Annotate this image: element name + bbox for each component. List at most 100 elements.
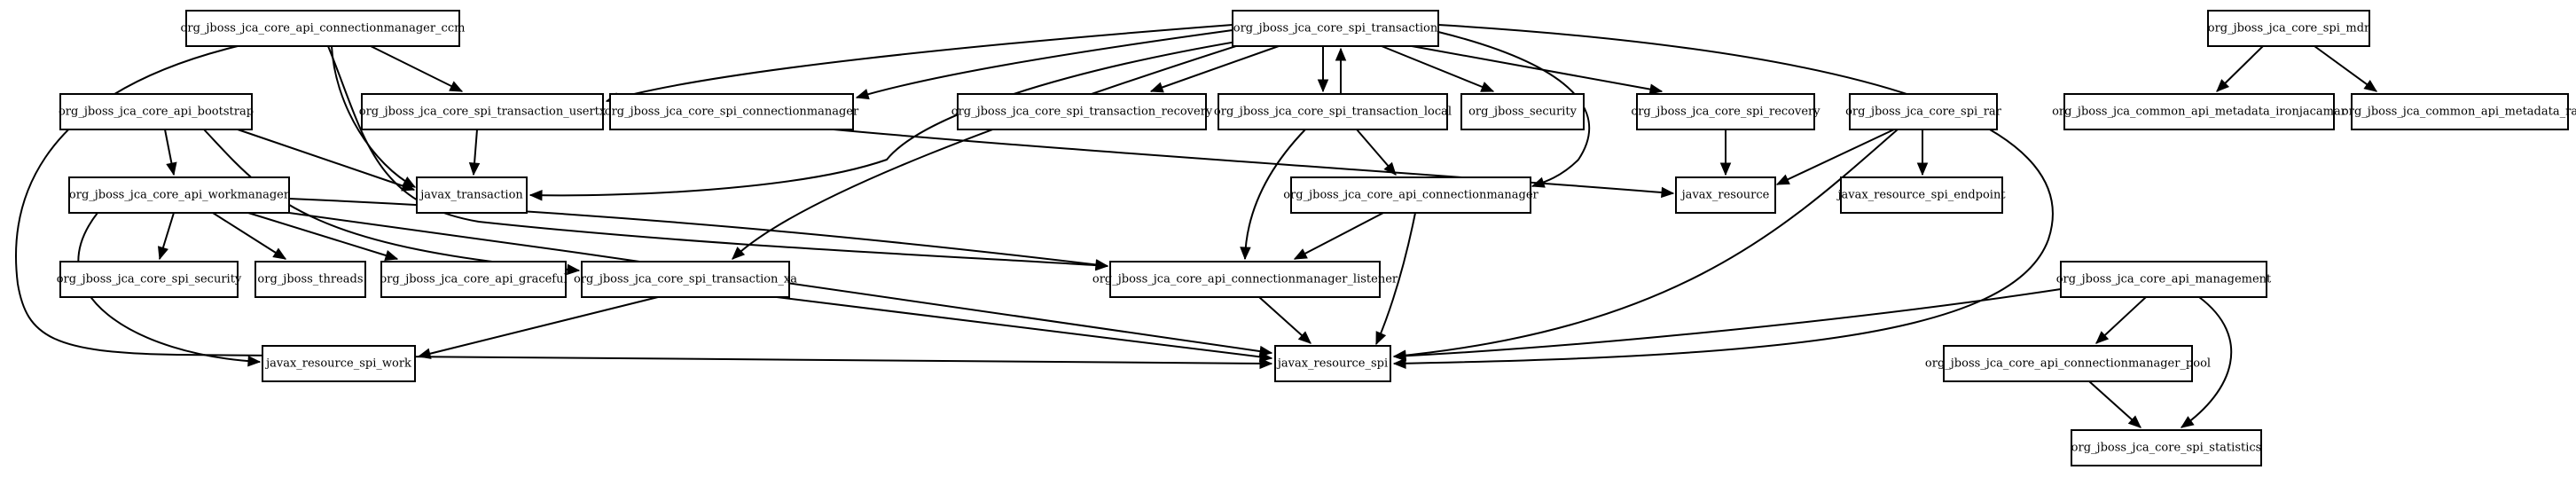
node-label: org_jboss_jca_core_spi_transaction_xa (574, 273, 797, 286)
edge-bootstrap-to-javax_tx (237, 129, 416, 192)
arrowhead (166, 161, 177, 176)
arrowhead (1719, 162, 1732, 176)
node-transaction-recovery[interactable]: org_jboss_jca_core_spi_transaction_recov… (951, 93, 1213, 130)
node-label: org_jboss_jca_core_spi_recovery (1631, 106, 1820, 119)
arrowhead (1775, 174, 1790, 185)
edge-line (288, 212, 1272, 354)
node-workmanager[interactable]: org_jboss_jca_core_api_workmanager (68, 176, 290, 214)
edge-spi_recovery-to-javax_resource (1719, 129, 1732, 176)
edge-line (1244, 129, 1306, 260)
edge-management-to-statistics (2180, 296, 2233, 428)
edge-line (237, 129, 415, 191)
node-label: org_jboss_jca_core_api_graceful (380, 273, 567, 286)
node-label: org_jboss_jca_core_spi_mdr (2208, 22, 2370, 35)
node-spi-connectionmanager[interactable]: org_jboss_jca_core_spi_connectionmanager (605, 93, 859, 130)
node-label: org_jboss_jca_core_api_workmanager (69, 189, 290, 202)
arrowhead (449, 81, 464, 92)
node-spi-mdr[interactable]: org_jboss_jca_core_spi_mdr (2207, 10, 2370, 47)
edge-line (77, 212, 261, 363)
edge-line (1411, 45, 1663, 92)
arrowhead (1375, 331, 1387, 346)
node-spi-rar[interactable]: org_jboss_jca_core_spi_rar (1845, 93, 2002, 130)
arrowhead (2095, 331, 2110, 344)
node-metadata-ironjacamar[interactable]: org_jboss_jca_common_api_metadata_ironja… (2052, 93, 2347, 130)
edge-line (15, 45, 1272, 364)
arrowhead (401, 180, 416, 192)
node-jboss-security[interactable]: org_jboss_security (1460, 93, 1585, 130)
node-connectionmanager-pool[interactable]: org_jboss_jca_core_api_connectionmanager… (1925, 345, 2211, 382)
edge-tx_xa-to-resource_spi (776, 296, 1273, 363)
node-spi-transaction[interactable]: org_jboss_jca_core_spi_transaction (1232, 10, 1439, 47)
node-spi-work[interactable]: javax_resource_spi_work (262, 345, 416, 382)
node-label: org_jboss_jca_core_api_connectionmanager… (181, 22, 466, 35)
node-label: org_jboss_jca_core_api_connectionmanager… (1092, 273, 1398, 286)
node-spi-recovery[interactable]: org_jboss_jca_core_spi_recovery (1631, 93, 1820, 130)
edge-cm_ccm-to-tx_usertx (370, 45, 464, 92)
edge-spi_rar-to-javax_resource (1775, 129, 1895, 185)
node-spi-security[interactable]: org_jboss_jca_core_spi_security (57, 261, 242, 298)
node-spi-statistics[interactable]: org_jboss_jca_core_spi_statistics (2071, 429, 2262, 466)
node-connectionmanager-listener[interactable]: org_jboss_jca_core_api_connectionmanager… (1092, 261, 1398, 298)
node-label: javax_transaction (419, 189, 523, 202)
node-label: org_jboss_jca_core_api_management (2056, 273, 2272, 286)
arrowhead (1661, 186, 1675, 199)
edge-line (288, 198, 1108, 267)
edge-spi_tx-to-tx_usertx (605, 24, 1233, 104)
node-transaction-local[interactable]: org_jboss_jca_core_spi_transaction_local (1214, 93, 1452, 130)
edge-spi_tx-to-resource_spi (1392, 24, 2054, 369)
edge-workmanager-to-graceful (247, 212, 399, 261)
node-jboss-threads[interactable]: org_jboss_threads (254, 261, 366, 298)
arrowhead (567, 263, 581, 276)
node-cm-ccm[interactable]: org_jboss_jca_core_api_connectionmanager… (181, 10, 466, 47)
node-label: org_jboss_jca_core_api_bootstrap (59, 106, 254, 119)
edge-line (1150, 45, 1280, 92)
node-javax-resource[interactable]: javax_resource (1675, 176, 1776, 214)
node-bootstrap[interactable]: org_jboss_jca_core_api_bootstrap (59, 93, 254, 130)
node-label: org_jboss_jca_common_api_metadata_ironja… (2052, 106, 2347, 119)
edge-tx_usertx-to-javax_tx (468, 129, 481, 176)
arrowhead (1335, 47, 1347, 61)
edge-spi_rar-to-spi_endpoint (1916, 129, 1929, 176)
arrowhead (1392, 357, 1406, 369)
edge-bootstrap-to-workmanager (164, 129, 177, 176)
node-transaction-usertx[interactable]: org_jboss_jca_core_spi_transaction_usert… (359, 93, 607, 130)
node-api-connectionmanager[interactable]: org_jboss_jca_core_api_connectionmanager (1283, 176, 1539, 214)
node-label: org_jboss_jca_core_spi_security (57, 273, 242, 286)
edge-workmanager-to-spi_work (77, 212, 262, 367)
arrowhead (272, 247, 287, 260)
arrowhead (1916, 162, 1929, 176)
edge-line (247, 212, 398, 260)
arrowhead (1240, 247, 1251, 261)
arrowhead (1480, 82, 1495, 92)
node-management[interactable]: org_jboss_jca_core_api_management (2056, 261, 2272, 298)
edge-line (732, 43, 1242, 260)
edge-line (776, 296, 1272, 359)
package-nodes: org_jboss_jca_core_api_connectionmanager… (57, 10, 2576, 466)
edge-workmanager-to-threads (212, 212, 287, 260)
edge-line (529, 40, 1242, 197)
node-transaction-xa[interactable]: org_jboss_jca_core_spi_transaction_xa (574, 261, 797, 298)
node-metadata-ra[interactable]: org_jboss_jca_common_api_metadata_ra (2342, 93, 2576, 130)
edge-spi_mdr-to-metadata_ra (2314, 45, 2378, 92)
arrowhead (732, 247, 746, 260)
node-spi-endpoint[interactable]: javax_resource_spi_endpoint (1836, 176, 2006, 214)
edge-line (331, 45, 416, 188)
edge-spi_tx-to-tx_recovery (1149, 45, 1280, 93)
edge-line (1381, 45, 1494, 92)
edge-line (833, 129, 1674, 194)
node-label: javax_resource_spi (1276, 357, 1388, 371)
arrowhead (1258, 351, 1273, 363)
node-graceful[interactable]: org_jboss_jca_core_api_graceful (380, 261, 568, 298)
edge-spi_cm-to-javax_resource (833, 129, 1675, 199)
arrowhead (1149, 82, 1164, 93)
edge-line (1437, 31, 1591, 187)
node-label: javax_resource_spi_endpoint (1836, 189, 2006, 202)
edge-line (856, 29, 1233, 98)
node-javax-transaction[interactable]: javax_transaction (416, 176, 528, 214)
node-label: org_jboss_jca_core_spi_transaction_usert… (359, 106, 607, 119)
edge-line (606, 24, 1233, 102)
node-javax-resource-spi[interactable]: javax_resource_spi (1274, 345, 1391, 382)
edge-line (327, 45, 1108, 267)
edge-api_cm-to-resource_spi (1375, 212, 1416, 346)
